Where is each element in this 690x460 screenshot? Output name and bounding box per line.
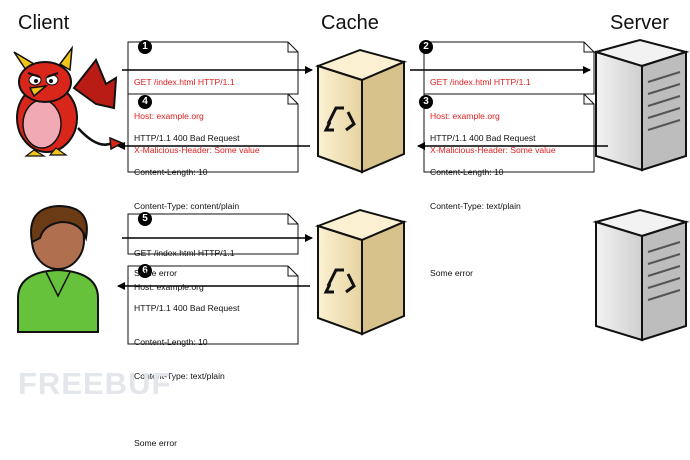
message-line: HTTP/1.1 400 Bad Request [134,133,240,144]
message-line: GET /index.html HTTP/1.1 [134,77,235,88]
message-line: Host: example.org [430,111,500,122]
cache-server-icon-top [314,48,408,174]
message-line: Some error [430,267,473,278]
message-box-4 [127,93,299,173]
message-line: GET /index.html HTTP/1.1 [430,77,531,88]
message-line: Some error [134,267,177,278]
message-text-5: GET /index.html HTTP/1.1 Host: example.o… [134,226,235,304]
message-text-1: GET /index.html HTTP/1.1 Host: example.o… [134,55,260,167]
origin-server-icon-top [592,38,690,172]
message-line: Host: example.org [134,111,204,122]
message-text-4: HTTP/1.1 400 Bad Request Content-Length:… [134,111,240,290]
message-line: X-Malicious-Header: Some value [430,144,556,155]
message-box-5 [127,213,299,255]
server-heading: Server [610,12,669,34]
step-number-1: 1 [138,40,152,54]
message-box-3 [423,93,595,173]
message-text-2: GET /index.html HTTP/1.1 Host: example.o… [430,55,556,167]
message-box-1 [127,41,299,95]
message-line: Content-Type: text/plain [430,200,521,211]
cache-server-icon-bottom [314,208,408,336]
step-number-4: 4 [138,95,152,109]
message-line-blank [430,234,536,245]
step-number-5: 5 [138,212,152,226]
message-line: Content-Length: 10 [134,337,208,348]
cache-heading: Cache [321,12,379,34]
message-line: Content-Length: 10 [134,167,208,178]
message-line: X-Malicious-Header: Some value [134,144,260,155]
message-line: Some error [134,437,177,448]
message-line: HTTP/1.1 400 Bad Request [134,303,240,314]
message-line: Host: example.org [134,282,204,293]
step-number-2: 2 [419,40,433,54]
client-heading: Client [18,12,70,34]
message-line-blank [134,404,240,415]
step-number-6: 6 [138,264,152,278]
user-client-icon [17,204,99,333]
message-line: HTTP/1.1 400 Bad Request [430,133,536,144]
origin-server-icon-bottom [592,208,690,342]
freebuf-watermark: FREEBUF [18,366,172,401]
message-line: Content-Type: content/plain [134,200,240,211]
message-line: Content-Type: text/plain [134,370,225,381]
devil-client-icon [13,45,124,157]
message-line: GET /index.html HTTP/1.1 [134,248,235,259]
message-box-2 [423,41,595,95]
diagram-graphics [13,38,690,345]
message-line: Content-Length: 10 [430,167,504,178]
message-text-3: HTTP/1.1 400 Bad Request Content-Length:… [430,111,536,290]
step-number-3: 3 [419,95,433,109]
